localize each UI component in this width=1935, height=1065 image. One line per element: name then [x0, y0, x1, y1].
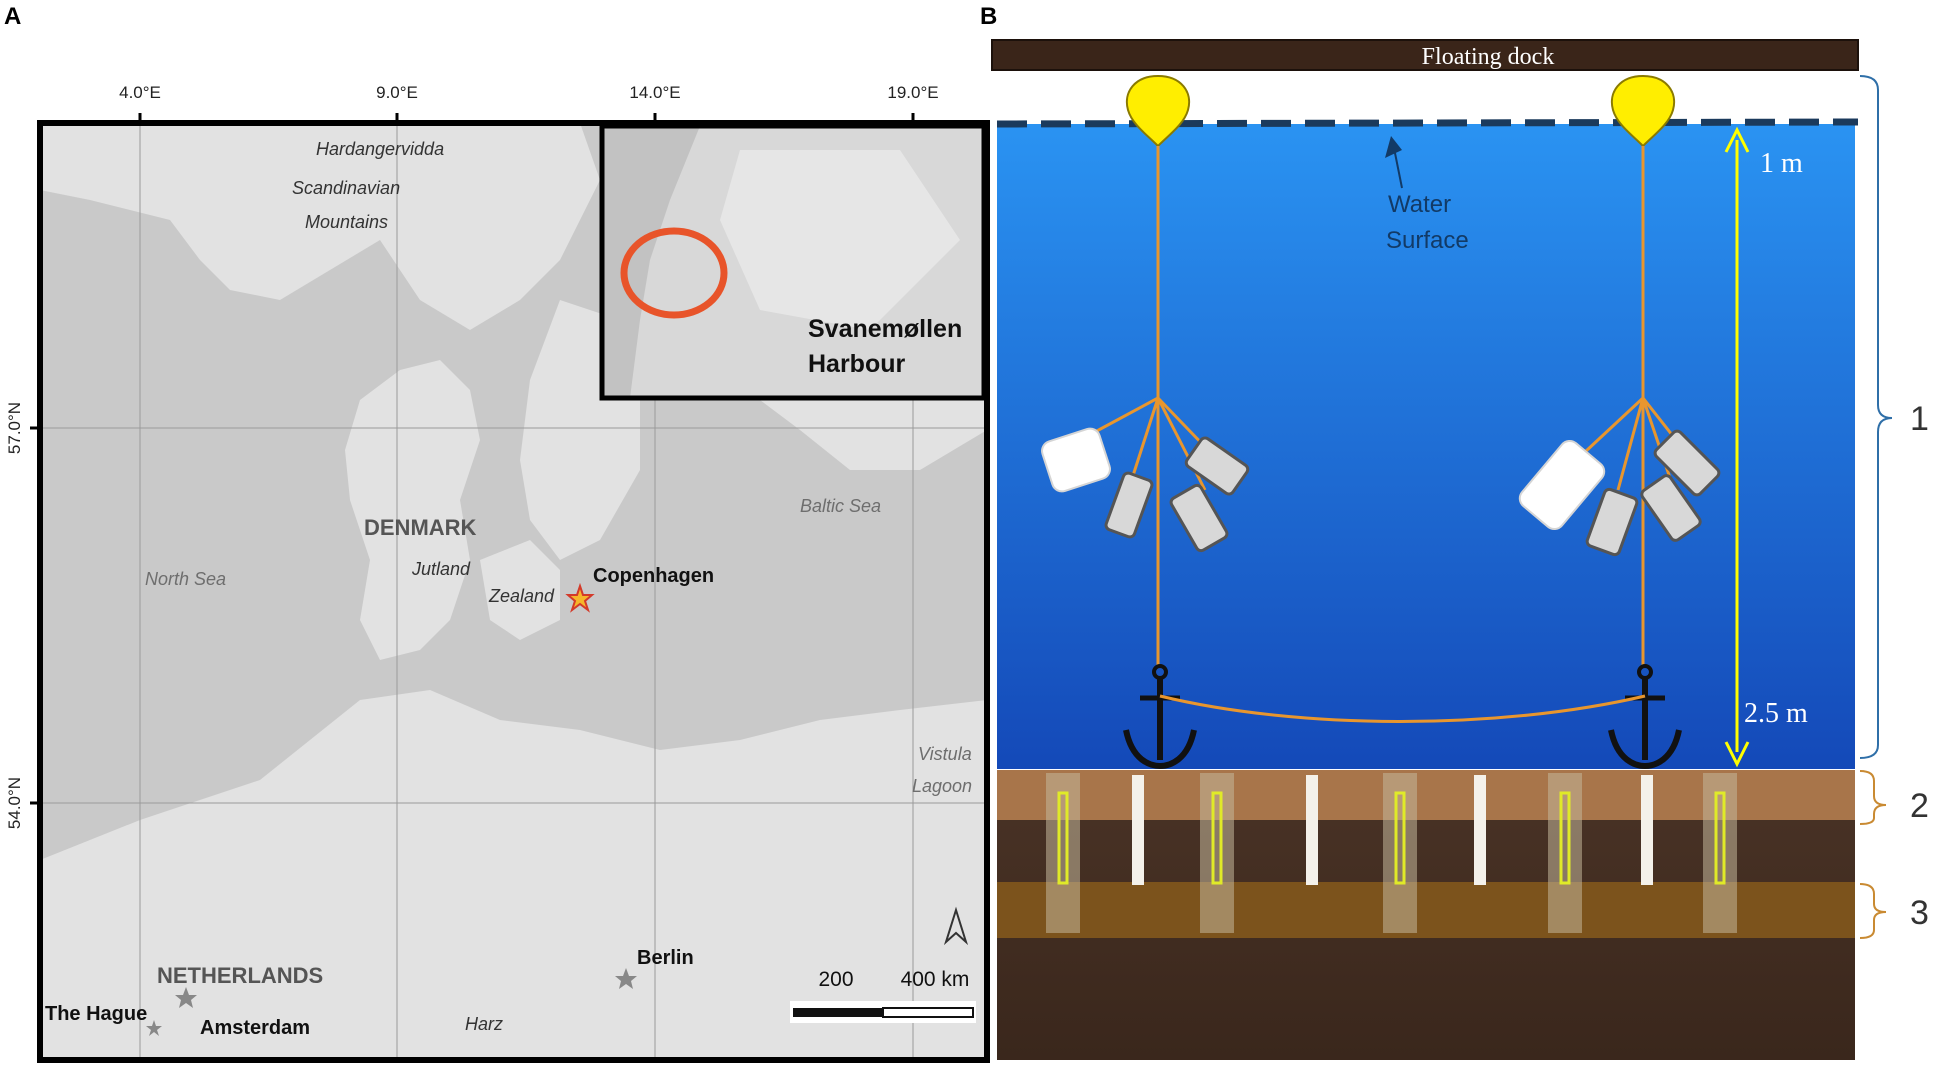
core-probe — [1714, 791, 1726, 885]
sample-float — [1585, 487, 1639, 557]
north-arrow-icon — [943, 906, 969, 946]
inset-location-circle — [620, 227, 728, 319]
depth-label-top: 1 m — [1760, 148, 1803, 179]
core-rod — [1474, 775, 1486, 885]
panel-b: B Floating dock — [980, 3, 1929, 1060]
lat-tick-54: 54.0°N — [5, 777, 24, 829]
label-berlin: Berlin — [637, 947, 694, 969]
sample-float — [1169, 483, 1229, 553]
water-surface-arrowhead-icon — [1385, 136, 1402, 158]
label-baltic-sea: Baltic Sea — [800, 496, 881, 516]
copenhagen-star-icon — [565, 582, 595, 613]
sediment-cores — [1046, 773, 1737, 933]
core-tube — [1046, 773, 1080, 933]
core-tube — [1200, 773, 1234, 933]
the-hague-star-icon — [146, 1020, 162, 1036]
inset-land — [720, 150, 960, 330]
inset-label-line2: Harbour — [808, 350, 906, 378]
label-scandinavian: Scandinavian — [292, 178, 400, 198]
label-hardangervidda: Hardangervidda — [316, 139, 444, 159]
float-rope — [1128, 397, 1160, 486]
panel-a-label: A — [4, 3, 21, 30]
core-rod — [1306, 775, 1318, 885]
label-jutland: Jutland — [411, 559, 471, 579]
berlin-star-icon — [615, 968, 637, 989]
brace-zone-1 — [1859, 75, 1893, 759]
core-tube — [1548, 773, 1582, 933]
label-denmark: DENMARK — [364, 515, 477, 540]
brace-zone-2 — [1859, 770, 1887, 825]
depth-arrow-bottom-icon — [1724, 741, 1750, 768]
sample-float — [1653, 429, 1721, 497]
zone-label-1: 1 — [1910, 400, 1929, 438]
water-column — [997, 124, 1855, 769]
map-land-zealand — [480, 540, 560, 640]
sample-float — [1518, 439, 1606, 531]
core-probe — [1211, 791, 1223, 885]
lon-tick-9: 9.0°E — [376, 83, 418, 102]
label-amsterdam: Amsterdam — [200, 1017, 310, 1039]
float-rope — [1616, 397, 1645, 491]
mooring-right — [1518, 74, 1721, 770]
lon-tick-4: 4.0°E — [119, 83, 161, 102]
label-netherlands: NETHERLANDS — [157, 963, 323, 988]
map-land-jutland — [345, 360, 480, 660]
panel-a: A 4.0°E 9.0°E 14.0°E 19.0°E 57.0°N 54.0°… — [4, 3, 990, 1063]
label-mountains: Mountains — [305, 212, 388, 232]
scale-bar-segment — [793, 1008, 883, 1017]
map-land-continent — [40, 690, 987, 1060]
lon-tick-19: 19.0°E — [887, 83, 938, 102]
sample-float — [1041, 427, 1111, 493]
zone-label-2: 2 — [1910, 787, 1929, 825]
label-zealand: Zealand — [488, 586, 555, 606]
core-tube — [1383, 773, 1417, 933]
amsterdam-star-icon — [175, 987, 197, 1008]
inset-label-line1: Svanemøllen — [808, 315, 962, 343]
scale-label-200: 200 — [818, 968, 853, 991]
water-surface-arrow — [1393, 147, 1403, 189]
label-copenhagen: Copenhagen — [593, 565, 714, 587]
water-surface-label-line2: Surface — [1386, 227, 1469, 254]
core-tube — [1703, 773, 1737, 933]
floating-dock-label: Floating dock — [1422, 44, 1555, 70]
water-surface-label-line1: Water — [1388, 191, 1451, 218]
label-lagoon: Lagoon — [912, 776, 972, 796]
inset-frame — [599, 123, 987, 401]
core-probe — [1057, 791, 1069, 885]
label-harz: Harz — [465, 1014, 503, 1034]
label-north-sea: North Sea — [145, 569, 226, 589]
connecting-rope — [1159, 694, 1646, 723]
sample-float — [1184, 436, 1250, 496]
inset-water — [602, 126, 700, 398]
lon-tick-14: 14.0°E — [629, 83, 680, 102]
sample-float — [1104, 471, 1154, 539]
float-rope — [1583, 396, 1645, 454]
depth-arrow-top-icon — [1724, 126, 1750, 153]
label-vistula: Vistula — [918, 744, 972, 764]
map-land-scandinavia — [40, 123, 600, 330]
scale-bar-segment — [882, 1007, 974, 1018]
core-probe — [1559, 791, 1571, 885]
zone-label-3: 3 — [1910, 894, 1929, 932]
core-rod — [1641, 775, 1653, 885]
core-rod — [1132, 775, 1144, 885]
floating-dock — [991, 39, 1859, 71]
panel-b-label: B — [980, 3, 997, 30]
core-probe — [1394, 791, 1406, 885]
map-frame — [37, 120, 990, 1063]
water-surface-line — [996, 118, 1859, 128]
lat-tick-57: 57.0°N — [5, 402, 24, 454]
depth-label-bottom: 2.5 m — [1744, 698, 1808, 729]
brace-zone-3 — [1859, 883, 1887, 939]
sample-float — [1640, 474, 1702, 542]
scale-label-400: 400 km — [901, 968, 970, 991]
label-the-hague: The Hague — [45, 1003, 147, 1025]
